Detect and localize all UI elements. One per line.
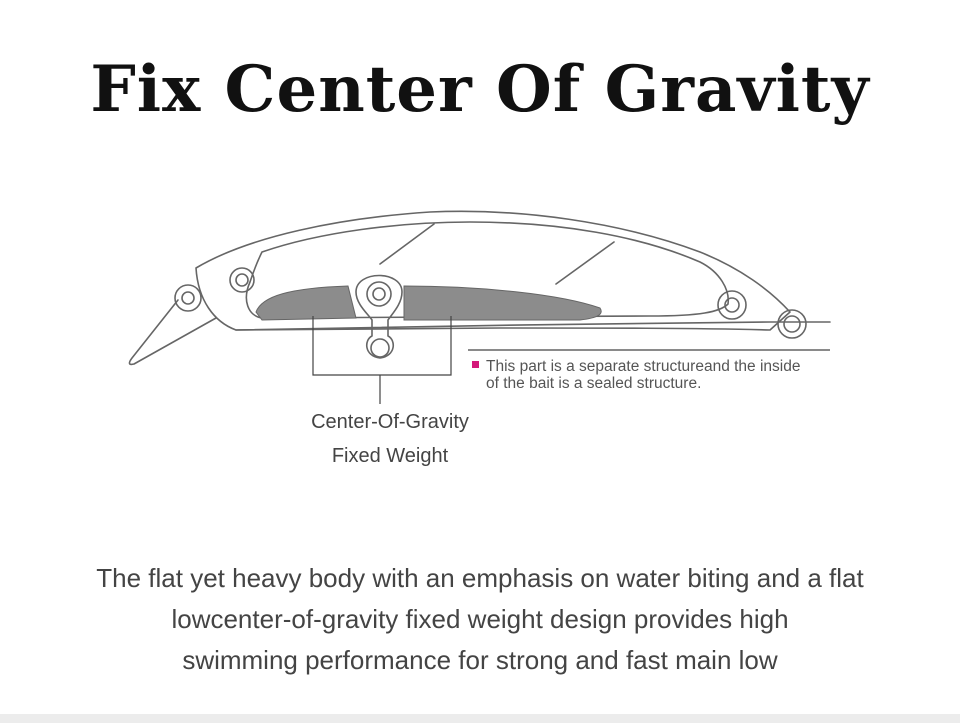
fixed-weight-chamber <box>403 285 602 321</box>
rear-hook-eyelet <box>717 290 747 320</box>
description-line-1: The flat yet heavy body with an emphasis… <box>96 563 864 593</box>
weight-label: Center-Of-Gravity Fixed Weight <box>270 405 510 473</box>
weight-label-line-1: Center-Of-Gravity <box>311 411 469 433</box>
tail-eyelet <box>777 309 807 339</box>
line-tie-eyelet <box>174 284 202 312</box>
weight-leader <box>312 316 452 376</box>
note-line-1: This part is a separate structureand the… <box>486 358 801 375</box>
bullet-marker <box>472 361 479 369</box>
description: The flat yet heavy body with an emphasis… <box>20 558 940 681</box>
weight-holder <box>355 274 403 359</box>
frame-rib <box>555 241 615 285</box>
note-line-2: of the bait is a sealed structure. <box>486 375 702 392</box>
fixed-weight-chamber <box>255 285 357 321</box>
bottom-divider <box>0 714 960 723</box>
page-title: Fix Center Of Gravity <box>90 52 870 127</box>
inner-frame <box>245 221 729 319</box>
diving-lip <box>128 299 217 366</box>
structure-note: This part is a separate structureand the… <box>472 358 872 392</box>
description-line-2: lowcenter-of-gravity fixed weight design… <box>171 604 789 634</box>
description-line-3: swimming performance for strong and fast… <box>182 645 778 675</box>
frame-rib <box>379 223 435 265</box>
lure-diagram <box>128 210 831 404</box>
weight-label-line-2: Fixed Weight <box>331 445 449 467</box>
